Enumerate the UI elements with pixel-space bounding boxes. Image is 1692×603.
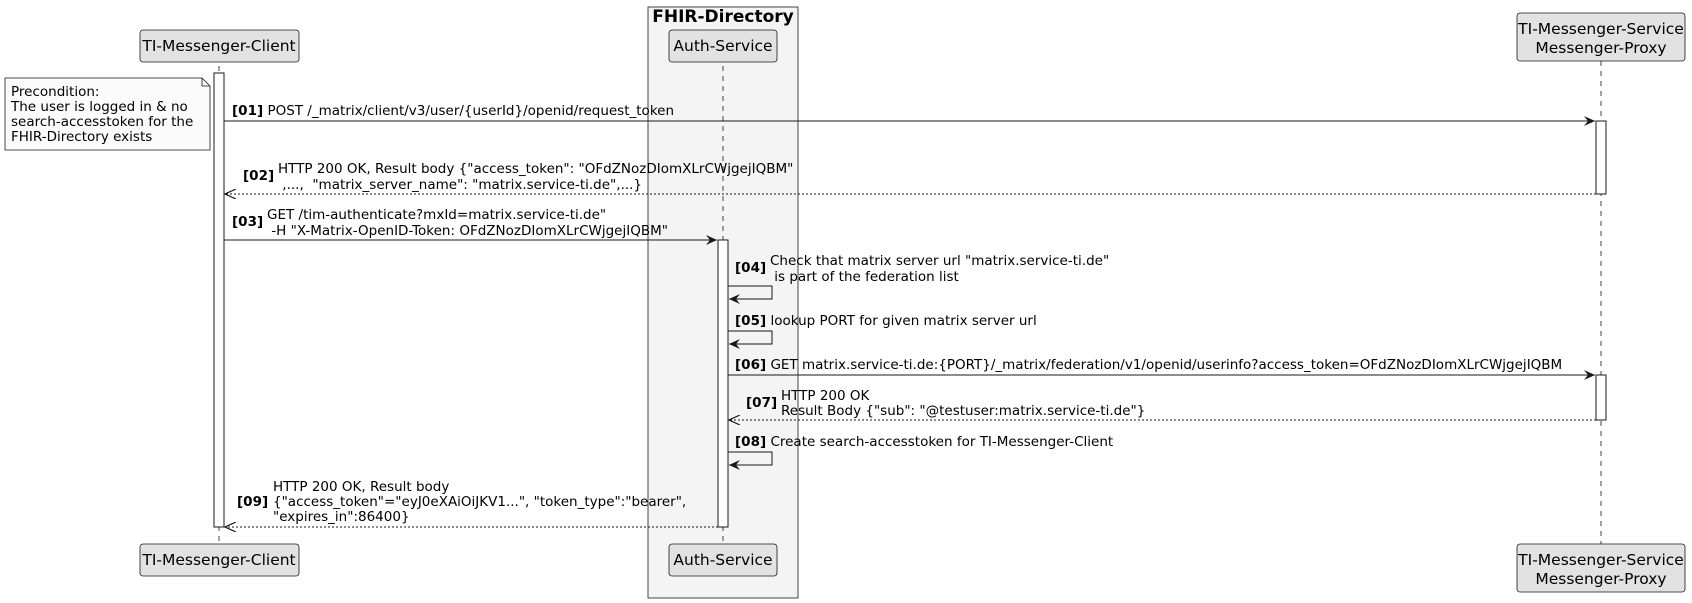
message-04: [04] Check that matrix server url "matri… [735, 253, 1109, 285]
message-09-line-1: HTTP 200 OK, Result body [273, 479, 449, 495]
participant-proxy-bottom: TI-Messenger-Service Messenger-Proxy [1516, 543, 1686, 593]
participant-auth-label: Auth-Service [673, 37, 772, 55]
participant-proxy-label-bottom-1: TI-Messenger-Service [1517, 551, 1684, 569]
message-07-line-2: Result Body {"sub": "@testuser:matrix.se… [781, 403, 1145, 419]
participant-auth-bottom: Auth-Service [668, 543, 778, 577]
message-08: [08] Create search-accesstoken for TI-Me… [735, 434, 1113, 450]
message-05-number: [05] [735, 313, 766, 329]
activation-client [213, 72, 225, 528]
message-arrow-04 [728, 285, 773, 304]
message-01-text: POST /_matrix/client/v3/user/{userId}/op… [267, 103, 674, 119]
message-08-text: Create search-accesstoken for TI-Messeng… [770, 434, 1113, 450]
message-03-line-2: -H "X-Matrix-OpenID-Token: OFdZNozDIomXL… [267, 223, 668, 239]
note-line-1: Precondition: [11, 84, 99, 100]
svg-text:[08] Create search-accesstoken: [08] Create search-accesstoken for TI-Me… [735, 434, 1113, 450]
participant-proxy-label-bottom-2: Messenger-Proxy [1535, 570, 1666, 588]
message-04-line-2: is part of the federation list [770, 269, 959, 285]
participant-client-label-bottom: TI-Messenger-Client [141, 551, 295, 569]
participant-auth-label-bottom: Auth-Service [673, 551, 772, 569]
message-03-number: [03] [232, 214, 263, 230]
precondition-note: Precondition: The user is logged in & no… [4, 77, 211, 151]
note-line-2: The user is logged in & no [10, 99, 188, 115]
note-line-4: FHIR-Directory exists [11, 129, 152, 145]
message-02-line-2: ,..., "matrix_server_name": "matrix.serv… [278, 177, 642, 193]
group-title: FHIR-Directory [652, 7, 794, 27]
message-03-line-1: GET /tim-authenticate?mxId=matrix.servic… [267, 207, 606, 223]
participant-client-label: TI-Messenger-Client [141, 37, 295, 55]
message-06: [06] GET matrix.service-ti.de:{PORT}/_ma… [735, 357, 1562, 373]
message-02-number: [02] [243, 168, 274, 184]
message-09: [09] HTTP 200 OK, Result body {"access_t… [237, 479, 686, 525]
message-07-line-1: HTTP 200 OK [781, 388, 871, 404]
participant-proxy-label-1: TI-Messenger-Service [1517, 20, 1684, 38]
participant-client-bottom: TI-Messenger-Client [139, 543, 300, 577]
activation-proxy-1 [1595, 120, 1607, 195]
message-02-line-1: HTTP 200 OK, Result body {"access_token"… [278, 161, 793, 177]
note-line-3: search-accesstoken for the [11, 114, 193, 130]
activation-proxy-2 [1595, 374, 1607, 421]
message-04-line-1: Check that matrix server url "matrix.ser… [770, 253, 1109, 269]
participant-auth-top: Auth-Service [668, 29, 778, 63]
participant-proxy-top: TI-Messenger-Service Messenger-Proxy [1516, 12, 1686, 62]
message-09-line-3: "expires_in":86400} [273, 509, 410, 525]
message-08-number: [08] [735, 434, 766, 450]
message-01: [01] POST /_matrix/client/v3/user/{userI… [232, 103, 674, 119]
message-07-number: [07] [746, 395, 777, 411]
message-arrow-08 [728, 451, 773, 470]
participant-proxy-label-2: Messenger-Proxy [1535, 39, 1666, 57]
svg-text:[06] GET matrix.service-ti.de:: [06] GET matrix.service-ti.de:{PORT}/_ma… [735, 357, 1562, 373]
message-arrows [224, 116, 1596, 527]
message-05-text: lookup PORT for given matrix server url [770, 313, 1036, 329]
message-07: [07] HTTP 200 OK Result Body {"sub": "@t… [746, 388, 1145, 419]
message-06-number: [06] [735, 357, 766, 373]
message-06-text: GET matrix.service-ti.de:{PORT}/_matrix/… [770, 357, 1562, 373]
svg-text:[01] POST /_matrix/client/v3/u: [01] POST /_matrix/client/v3/user/{userI… [232, 103, 674, 119]
activation-bars [213, 72, 1607, 528]
message-09-number: [09] [237, 494, 268, 510]
message-04-number: [04] [735, 260, 766, 276]
message-09-line-2: {"access_token"="eyJ0eXAiOiJKV1...", "to… [273, 494, 686, 510]
message-05: [05] lookup PORT for given matrix server… [735, 313, 1037, 329]
svg-text:[05] lookup PORT for given mat: [05] lookup PORT for given matrix server… [735, 313, 1037, 329]
message-02: [02] HTTP 200 OK, Result body {"access_t… [243, 161, 793, 193]
participant-client-top: TI-Messenger-Client [139, 29, 300, 63]
message-03: [03] GET /tim-authenticate?mxId=matrix.s… [232, 207, 668, 239]
activation-auth [717, 239, 729, 528]
message-01-number: [01] [232, 103, 263, 119]
message-arrow-05 [728, 330, 773, 349]
